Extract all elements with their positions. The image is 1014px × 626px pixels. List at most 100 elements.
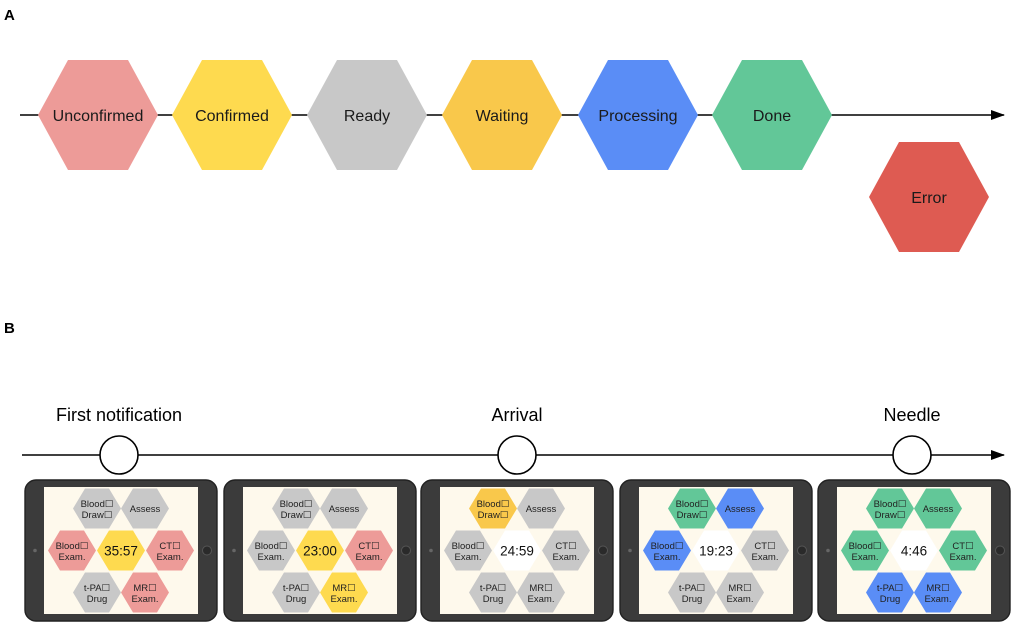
task-mr-exam: MR☐Exam.	[320, 572, 368, 613]
stage-ready: Ready	[307, 60, 427, 170]
task-ct-exam: CT☐Exam.	[146, 530, 194, 571]
task-mr-exam-label: MR☐Exam.	[331, 583, 358, 605]
milestones: First notification Arrival Needle	[56, 405, 941, 475]
stage-processing-label: Processing	[598, 108, 677, 125]
milestone-needle: Needle	[883, 405, 941, 475]
countdown-timer: 23:00	[303, 544, 337, 559]
task-blood-exam-hexagon	[841, 530, 889, 571]
stage-processing-hexagon	[578, 60, 698, 170]
milestone-arrival-marker	[497, 435, 537, 475]
task-ct-exam-label: CT☐Exam.	[553, 541, 580, 563]
stage-ready-hexagon	[307, 60, 427, 170]
stage-unconfirmed-hexagon	[38, 60, 158, 170]
tablet-screens: 35:57Blood☐Draw☐AssessBlood☐Exam.CT☐Exam…	[24, 479, 1011, 622]
task-tpa-drug-label: t-PA☐Drug	[84, 583, 111, 605]
stage-confirmed-hexagon	[172, 60, 292, 170]
task-blood-exam: Blood☐Exam.	[48, 530, 96, 571]
task-assess-hexagon	[716, 488, 764, 529]
task-mr-exam-hexagon	[716, 572, 764, 613]
task-blood-exam-hexagon	[247, 530, 295, 571]
task-assess-label: Assess	[725, 504, 756, 515]
milestone-first-notification: First notification	[56, 405, 182, 475]
task-tpa-drug-hexagon	[668, 572, 716, 613]
task-ct-exam-hexagon	[939, 530, 987, 571]
stage-done-hexagon	[712, 60, 832, 170]
task-assess: Assess	[320, 488, 368, 529]
task-assess-hexagon	[320, 488, 368, 529]
milestone-arrival-label: Arrival	[491, 405, 542, 425]
stage-confirmed: Confirmed	[172, 60, 292, 170]
task-tpa-drug: t-PA☐Drug	[469, 572, 517, 613]
task-blood-draw-label: Blood☐Draw☐	[676, 499, 709, 521]
task-mr-exam: MR☐Exam.	[716, 572, 764, 613]
task-blood-exam-hexagon	[48, 530, 96, 571]
task-tpa-drug-label: t-PA☐Drug	[679, 583, 706, 605]
task-mr-exam: MR☐Exam.	[121, 572, 169, 613]
task-assess: Assess	[914, 488, 962, 529]
task-blood-exam: Blood☐Exam.	[444, 530, 492, 571]
task-blood-draw-label: Blood☐Draw☐	[874, 499, 907, 521]
task-mr-exam-label: MR☐Exam.	[727, 583, 754, 605]
task-blood-draw: Blood☐Draw☐	[866, 488, 914, 529]
task-tpa-drug-hexagon	[73, 572, 121, 613]
task-mr-exam-hexagon	[320, 572, 368, 613]
timer-hexagon	[97, 530, 145, 571]
task-mr-exam-label: MR☐Exam.	[132, 583, 159, 605]
task-assess-hexagon	[121, 488, 169, 529]
task-ct-exam: CT☐Exam.	[939, 530, 987, 571]
timer-hexagon	[692, 530, 740, 571]
task-assess: Assess	[517, 488, 565, 529]
task-assess-hexagon	[517, 488, 565, 529]
task-blood-exam-hexagon	[444, 530, 492, 571]
task-mr-exam-label: MR☐Exam.	[925, 583, 952, 605]
task-ct-exam-label: CT☐Exam.	[157, 541, 184, 563]
task-tpa-drug: t-PA☐Drug	[73, 572, 121, 613]
task-blood-draw-hexagon	[469, 488, 517, 529]
stage-waiting-hexagon	[442, 60, 562, 170]
tablet-4: 19:23Blood☐Draw☐AssessBlood☐Exam.CT☐Exam…	[619, 479, 813, 622]
milestone-first-notification-marker	[99, 435, 139, 475]
task-blood-exam: Blood☐Exam.	[643, 530, 691, 571]
milestone-first-notification-label: First notification	[56, 405, 182, 425]
milestone-needle-marker	[892, 435, 932, 475]
task-ct-exam: CT☐Exam.	[345, 530, 393, 571]
camera-icon	[628, 548, 632, 553]
task-blood-draw-hexagon	[668, 488, 716, 529]
task-ct-exam-hexagon	[146, 530, 194, 571]
task-ct-exam-hexagon	[741, 530, 789, 571]
countdown-timer: 24:59	[500, 544, 534, 559]
task-tpa-drug-label: t-PA☐Drug	[877, 583, 904, 605]
task-mr-exam-hexagon	[121, 572, 169, 613]
task-tpa-drug: t-PA☐Drug	[866, 572, 914, 613]
task-ct-exam-label: CT☐Exam.	[356, 541, 383, 563]
stage-done: Done	[712, 60, 832, 170]
task-tpa-drug-hexagon	[272, 572, 320, 613]
task-blood-draw: Blood☐Draw☐	[469, 488, 517, 529]
timer-hexagon	[296, 530, 344, 571]
home-button-icon	[202, 545, 212, 556]
task-blood-exam: Blood☐Exam.	[247, 530, 295, 571]
tablet-1: 35:57Blood☐Draw☐AssessBlood☐Exam.CT☐Exam…	[24, 479, 218, 622]
panel-b-label: B	[4, 320, 15, 337]
task-blood-draw-hexagon	[272, 488, 320, 529]
task-assess-label: Assess	[526, 504, 557, 515]
task-mr-exam: MR☐Exam.	[517, 572, 565, 613]
task-assess-hexagon	[914, 488, 962, 529]
task-blood-exam-label: Blood☐Exam.	[849, 541, 882, 563]
task-blood-draw-label: Blood☐Draw☐	[280, 499, 313, 521]
task-tpa-drug-label: t-PA☐Drug	[283, 583, 310, 605]
milestone-needle-label: Needle	[883, 405, 940, 425]
task-ct-exam-hexagon	[345, 530, 393, 571]
countdown-timer: 4:46	[901, 544, 927, 559]
task-mr-exam: MR☐Exam.	[914, 572, 962, 613]
task-ct-exam: CT☐Exam.	[542, 530, 590, 571]
home-button-icon	[995, 545, 1005, 556]
panel-a-label: A	[4, 7, 15, 24]
task-blood-exam-label: Blood☐Exam.	[255, 541, 288, 563]
task-ct-exam-hexagon	[542, 530, 590, 571]
task-mr-exam-label: MR☐Exam.	[528, 583, 555, 605]
task-blood-exam-hexagon	[643, 530, 691, 571]
